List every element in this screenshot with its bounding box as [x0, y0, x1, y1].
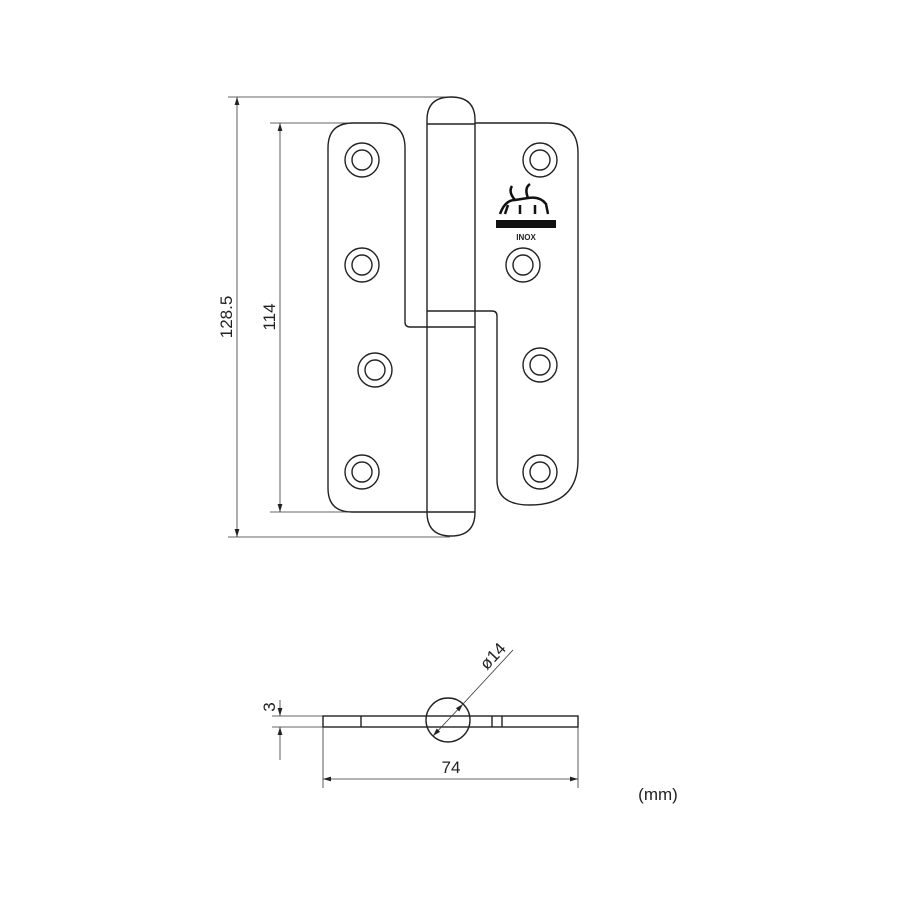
units-label: (mm) — [638, 785, 678, 804]
screw-hole — [522, 142, 558, 178]
screw-hole — [344, 142, 380, 178]
screw-hole — [505, 247, 541, 283]
width-label: 74 — [442, 758, 461, 777]
knuckle-outline — [426, 96, 476, 537]
pin-section — [425, 697, 471, 743]
screw-hole — [344, 454, 380, 490]
front-view: INOX 128.5 114 — [217, 96, 579, 538]
screw-hole — [344, 247, 380, 283]
logo-inox-text: INOX — [516, 233, 536, 242]
left-leaf-outline — [327, 122, 427, 513]
leaf-height-label: 114 — [260, 303, 279, 330]
overall-height-label: 128.5 — [217, 296, 236, 339]
screw-holes — [344, 142, 558, 490]
dimension-leaf-height: 114 — [260, 122, 350, 513]
screw-hole — [522, 454, 558, 490]
brand-logo: INOX — [496, 182, 556, 242]
pin-diameter-label: ø14 — [476, 639, 510, 673]
dimension-overall-height: 128.5 — [217, 96, 450, 538]
right-leaf-outline — [475, 122, 579, 506]
thickness-label: 3 — [260, 702, 279, 711]
section-view: ø14 3 74 — [260, 639, 579, 788]
screw-hole — [357, 352, 393, 388]
screw-hole — [522, 347, 558, 383]
